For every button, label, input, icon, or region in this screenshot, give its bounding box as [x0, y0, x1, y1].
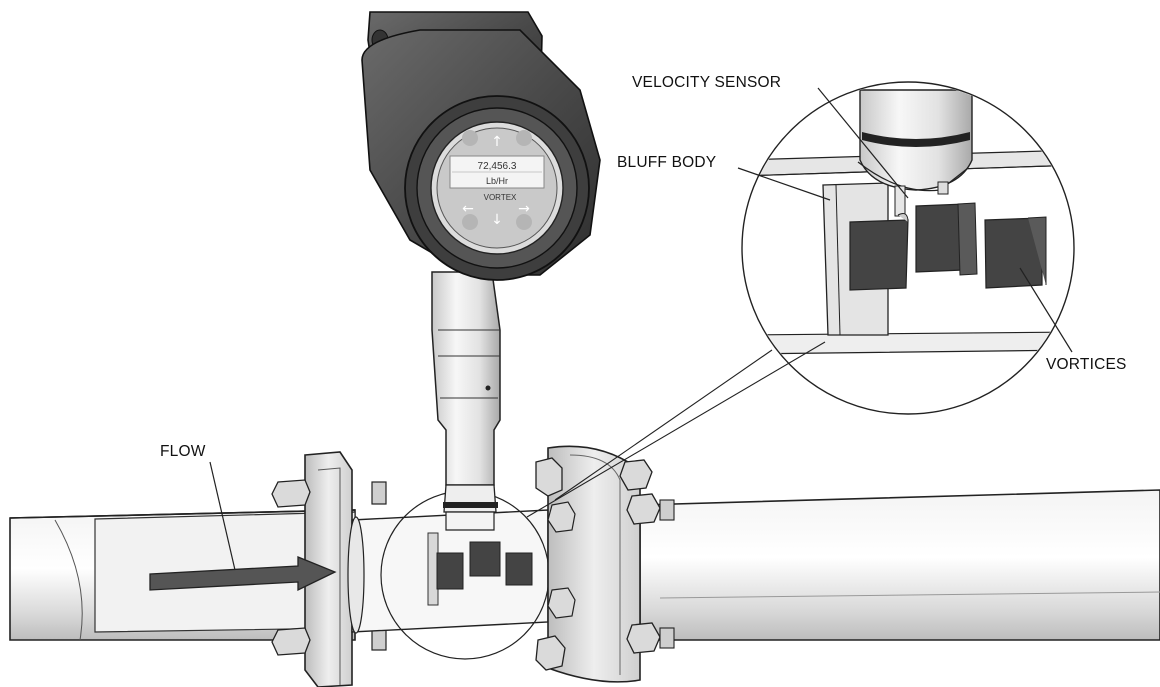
vortex-shape — [469, 541, 501, 577]
flange-bolt — [547, 501, 576, 619]
leader-lines — [209, 87, 1073, 571]
vortices-label: VORTICES — [1046, 356, 1127, 373]
lcd-unit: Lb/Hr — [486, 176, 508, 186]
vortex-shape — [849, 219, 909, 291]
flange-bolt — [626, 493, 675, 525]
lcd-reading: 72,456.3 — [478, 161, 517, 172]
flange-bolt — [535, 635, 566, 671]
flow-arrow — [149, 556, 337, 592]
sensor-stem — [431, 271, 501, 531]
keypad-button — [516, 214, 532, 230]
meter-body — [347, 490, 550, 660]
vortex-shape — [984, 217, 1043, 289]
flow-label: FLOW — [160, 443, 206, 460]
vortex-shape — [505, 552, 533, 586]
electronics-housing: ↑ ↓ ← → 72,456.3 Lb/Hr VORTEX — [361, 11, 601, 281]
flange-bolt — [535, 457, 653, 497]
outlet-flange — [535, 445, 675, 683]
flange-bolt — [271, 479, 387, 508]
arrow-down-icon: ↓ — [491, 212, 503, 228]
keypad-button — [462, 130, 478, 146]
detail-view — [526, 81, 1075, 518]
outlet-pipe — [639, 489, 1160, 641]
arrow-up-icon: ↑ — [491, 134, 503, 150]
arrow-right-icon: → — [518, 201, 530, 217]
arrow-left-icon: ← — [462, 201, 474, 217]
velocity-sensor-label: VELOCITY SENSOR — [632, 74, 782, 91]
bluff-body-label: BLUFF BODY — [617, 154, 717, 171]
brand-logo: VORTEX — [484, 193, 517, 202]
vortex-shape — [436, 552, 464, 590]
keypad-button — [516, 130, 532, 146]
vortex-shape — [915, 203, 966, 273]
flange-bolt — [626, 622, 675, 654]
keypad-button — [462, 214, 478, 230]
